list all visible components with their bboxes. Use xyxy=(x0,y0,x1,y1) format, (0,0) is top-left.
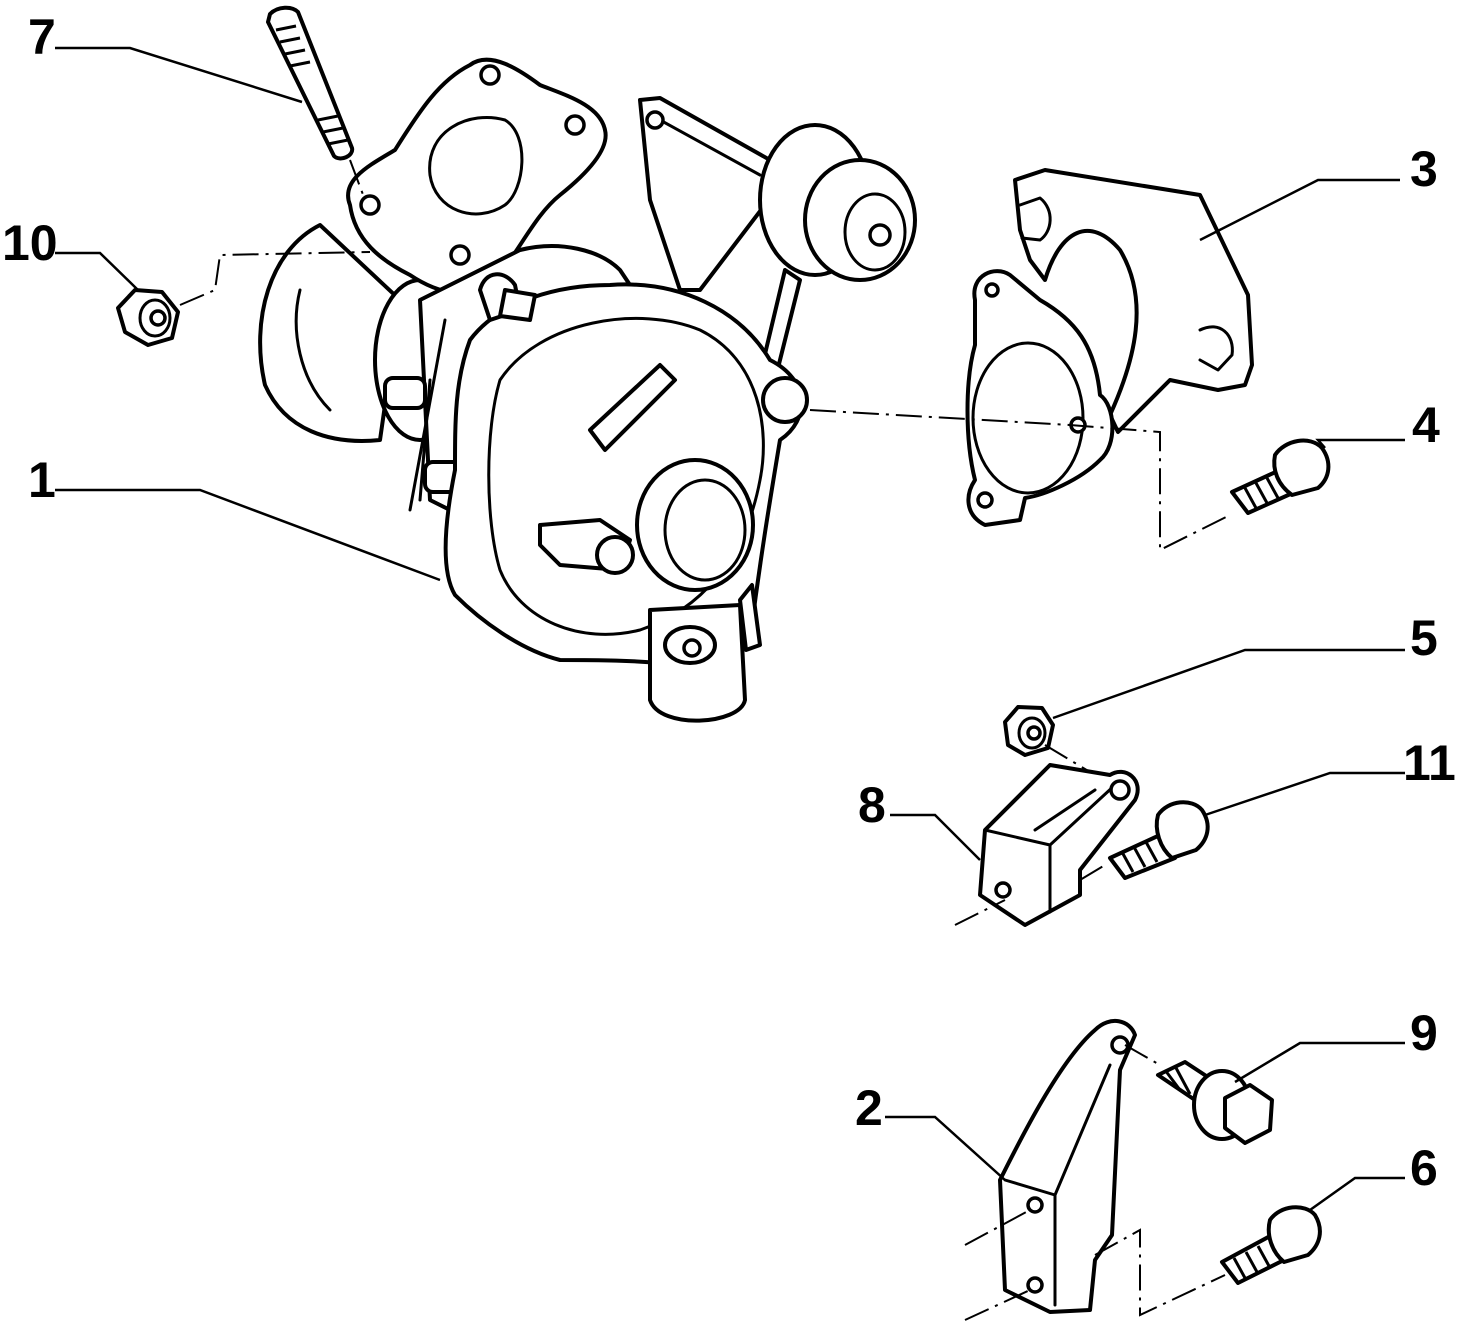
bracket-part-8[interactable] xyxy=(978,763,1140,927)
nut-part-10[interactable] xyxy=(116,288,180,347)
bracket-plate-part-2[interactable] xyxy=(998,1019,1137,1314)
callout-10: 10 xyxy=(2,215,58,271)
nut-part-5[interactable] xyxy=(1003,705,1055,757)
callout-7: 7 xyxy=(28,9,56,65)
bolt-part-4[interactable] xyxy=(1230,438,1331,515)
leader-lines xyxy=(55,46,1405,1212)
callout-4: 4 xyxy=(1412,397,1440,453)
flange-plate[interactable] xyxy=(965,269,1115,527)
gasket-part-3[interactable] xyxy=(1013,168,1254,434)
callout-6: 6 xyxy=(1410,1140,1438,1196)
turbocharger-part-1[interactable] xyxy=(258,57,917,723)
bolt-part-9[interactable] xyxy=(1156,1060,1274,1145)
callout-8: 8 xyxy=(858,777,886,833)
bolt-part-11[interactable] xyxy=(1108,800,1210,880)
bolt-part-6[interactable] xyxy=(1220,1205,1322,1285)
callout-5: 5 xyxy=(1410,610,1438,666)
callout-1: 1 xyxy=(28,452,56,508)
stud-part-7[interactable] xyxy=(266,5,355,161)
callout-3: 3 xyxy=(1410,141,1438,197)
callout-9: 9 xyxy=(1410,1005,1438,1061)
callout-2: 2 xyxy=(855,1080,883,1136)
callout-11: 11 xyxy=(1403,735,1456,791)
